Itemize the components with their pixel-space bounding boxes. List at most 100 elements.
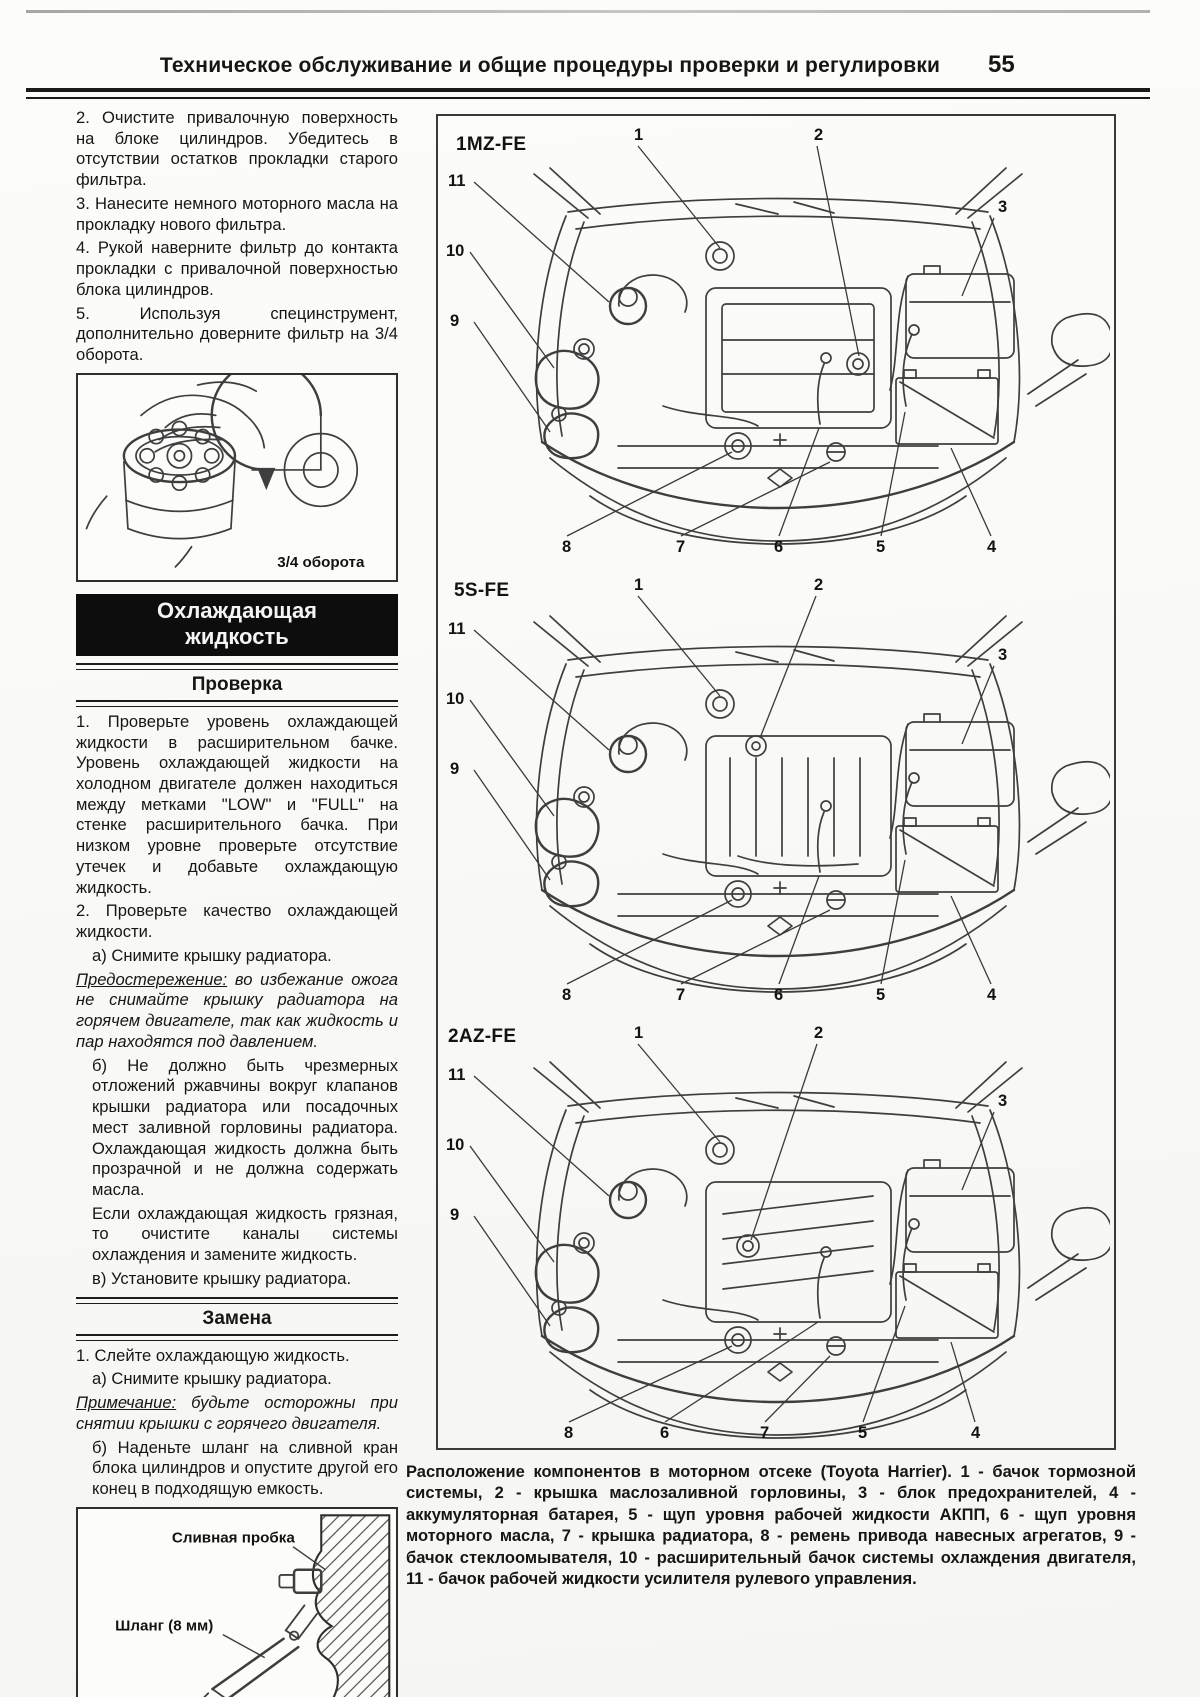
callout-number: 8 — [562, 538, 571, 556]
page-number: 55 — [988, 51, 1015, 78]
oil-filter-step: 3. Нанесите немного моторного масла на п… — [76, 193, 398, 234]
leader-line — [566, 899, 733, 985]
note-lead: Примечание: — [76, 1393, 177, 1413]
callout-number: 2 — [814, 576, 823, 594]
leader-line — [778, 427, 820, 537]
leader-line — [469, 1145, 555, 1263]
leader-line — [469, 251, 555, 369]
callout-number: 4 — [987, 538, 997, 556]
leader-line — [473, 1075, 610, 1197]
left-text-column: 2. Очистите привалочную поверхность на б… — [76, 108, 398, 1697]
callout-number: 10 — [446, 1136, 464, 1154]
oil-filter-figure: 3/4 оборота — [76, 359, 398, 582]
callout-number: 3 — [998, 646, 1007, 664]
components-caption: Расположение компонентов в моторном отсе… — [406, 1463, 1136, 1589]
leader-line — [950, 447, 992, 537]
drain-plug-illustration: Сливная пробка Шланг (8 мм) — [115, 1514, 391, 1697]
replace-section-header: Замена — [76, 1296, 398, 1341]
leader-line — [469, 699, 555, 817]
callout-number: 5 — [876, 986, 885, 1004]
section-rule — [76, 662, 398, 670]
callout-number: 10 — [446, 690, 464, 708]
check-substep: а) Снимите крышку радиатора. — [92, 945, 332, 965]
replace-paragraph: 1. Слейте охлаждающую жидкость. — [76, 1345, 350, 1365]
callout-number: 4 — [987, 986, 997, 1004]
callout-number: 8 — [564, 1424, 573, 1442]
banner-line: жидкость — [185, 623, 289, 649]
warning-text: во избежание ожога не снимайте крышку ра… — [76, 969, 398, 1051]
leader-line — [816, 145, 860, 357]
leader-line — [292, 1545, 326, 1571]
callout-number: 7 — [760, 1424, 769, 1442]
5s-engine-details — [729, 735, 861, 867]
leader-line — [961, 217, 995, 297]
callout-number: 6 — [774, 538, 783, 556]
callout-number: 11 — [448, 172, 465, 190]
leader-line — [950, 895, 992, 985]
banner-line: Охлаждающая — [156, 597, 318, 623]
engine-diagrams-box: 1MZ-FE 1 2 3 11 10 9 8 7 6 5 4 — [436, 114, 1116, 1450]
1mz-engine-details — [721, 303, 875, 413]
leader-line — [759, 595, 817, 739]
leader-line — [473, 769, 551, 881]
coolant-section-banner: Охлаждающая жидкость — [76, 593, 398, 656]
section-rule — [76, 1296, 398, 1304]
callout-number: 5 — [858, 1424, 867, 1442]
callout-number: 6 — [774, 986, 783, 1004]
section-rule — [76, 699, 398, 707]
leader-line — [637, 145, 721, 249]
callout-number: 11 — [448, 1066, 465, 1084]
scan-edge-line — [26, 10, 1150, 13]
leader-line — [950, 1341, 976, 1423]
callout-number: 4 — [971, 1424, 981, 1442]
callout-number: 2 — [814, 126, 823, 144]
replace-substep: а) Снимите крышку радиатора. — [92, 1369, 332, 1389]
engine-code-label: 1MZ-FE — [456, 134, 526, 155]
caution-note: Примечание: будьте осторожны при снятии … — [76, 1393, 398, 1434]
leader-line — [750, 1043, 818, 1241]
section-rule — [76, 1333, 398, 1341]
engine-code-label: 5S-FE — [454, 580, 509, 601]
check-substep: б) Не должно быть чрезмерных отложений р… — [92, 1055, 398, 1199]
drain-plug-figure: Сливная пробка Шланг (8 мм) — [76, 1506, 398, 1697]
callout-number: 1 — [634, 1024, 643, 1042]
leader-line — [473, 629, 610, 751]
callout-number: 8 — [562, 986, 571, 1004]
check-substep: в) Установите крышку радиатора. — [92, 1268, 352, 1288]
header-rule — [26, 88, 1150, 99]
leader-line — [473, 321, 551, 433]
leader-line — [680, 461, 831, 537]
2az-engine-details — [722, 1195, 874, 1290]
callout-number: 11 — [448, 620, 465, 638]
leader-line — [566, 451, 733, 537]
callout-number: 10 — [446, 242, 464, 260]
leader-line — [637, 595, 721, 697]
leader-line — [961, 665, 995, 745]
leader-line — [880, 859, 906, 985]
leader-line — [862, 1305, 906, 1423]
warning-lead: Предостережение: — [76, 969, 228, 989]
drain-plug-and-hose — [202, 1568, 323, 1697]
oil-filter-step: 2. Очистите привалочную поверхность на б… — [76, 108, 398, 190]
callout-number: 1 — [634, 126, 643, 144]
section-title: Проверка — [191, 673, 283, 695]
leader-line — [680, 909, 831, 985]
callout-number: 9 — [450, 760, 459, 778]
callout-number: 1 — [634, 576, 643, 594]
cylinder-block-section — [311, 1514, 391, 1697]
replace-substep: б) Наденьте шланг на сливной кран блока … — [92, 1437, 398, 1499]
warning-note: Предостережение: во избежание ожога не с… — [76, 970, 398, 1053]
engine-diagram-5s-fe: 5S-FE 1 2 3 11 10 9 8 7 6 5 4 — [446, 576, 1110, 1004]
callout-number: 5 — [876, 538, 885, 556]
leader-line — [778, 875, 820, 985]
hose-label: Шланг (8 мм) — [115, 1617, 213, 1634]
turn-amount-label: 3/4 оборота — [277, 554, 365, 571]
oil-filter-step: 5. Используя специнструмент, дополнитель… — [76, 303, 398, 365]
check-paragraph: 2. Проверьте качество охлаждающей жидкос… — [76, 901, 398, 942]
leader-line — [473, 181, 610, 303]
callout-number: 3 — [998, 198, 1007, 216]
callout-number: 9 — [450, 312, 459, 330]
callout-number: 7 — [676, 986, 685, 1004]
leader-line — [637, 1043, 721, 1143]
